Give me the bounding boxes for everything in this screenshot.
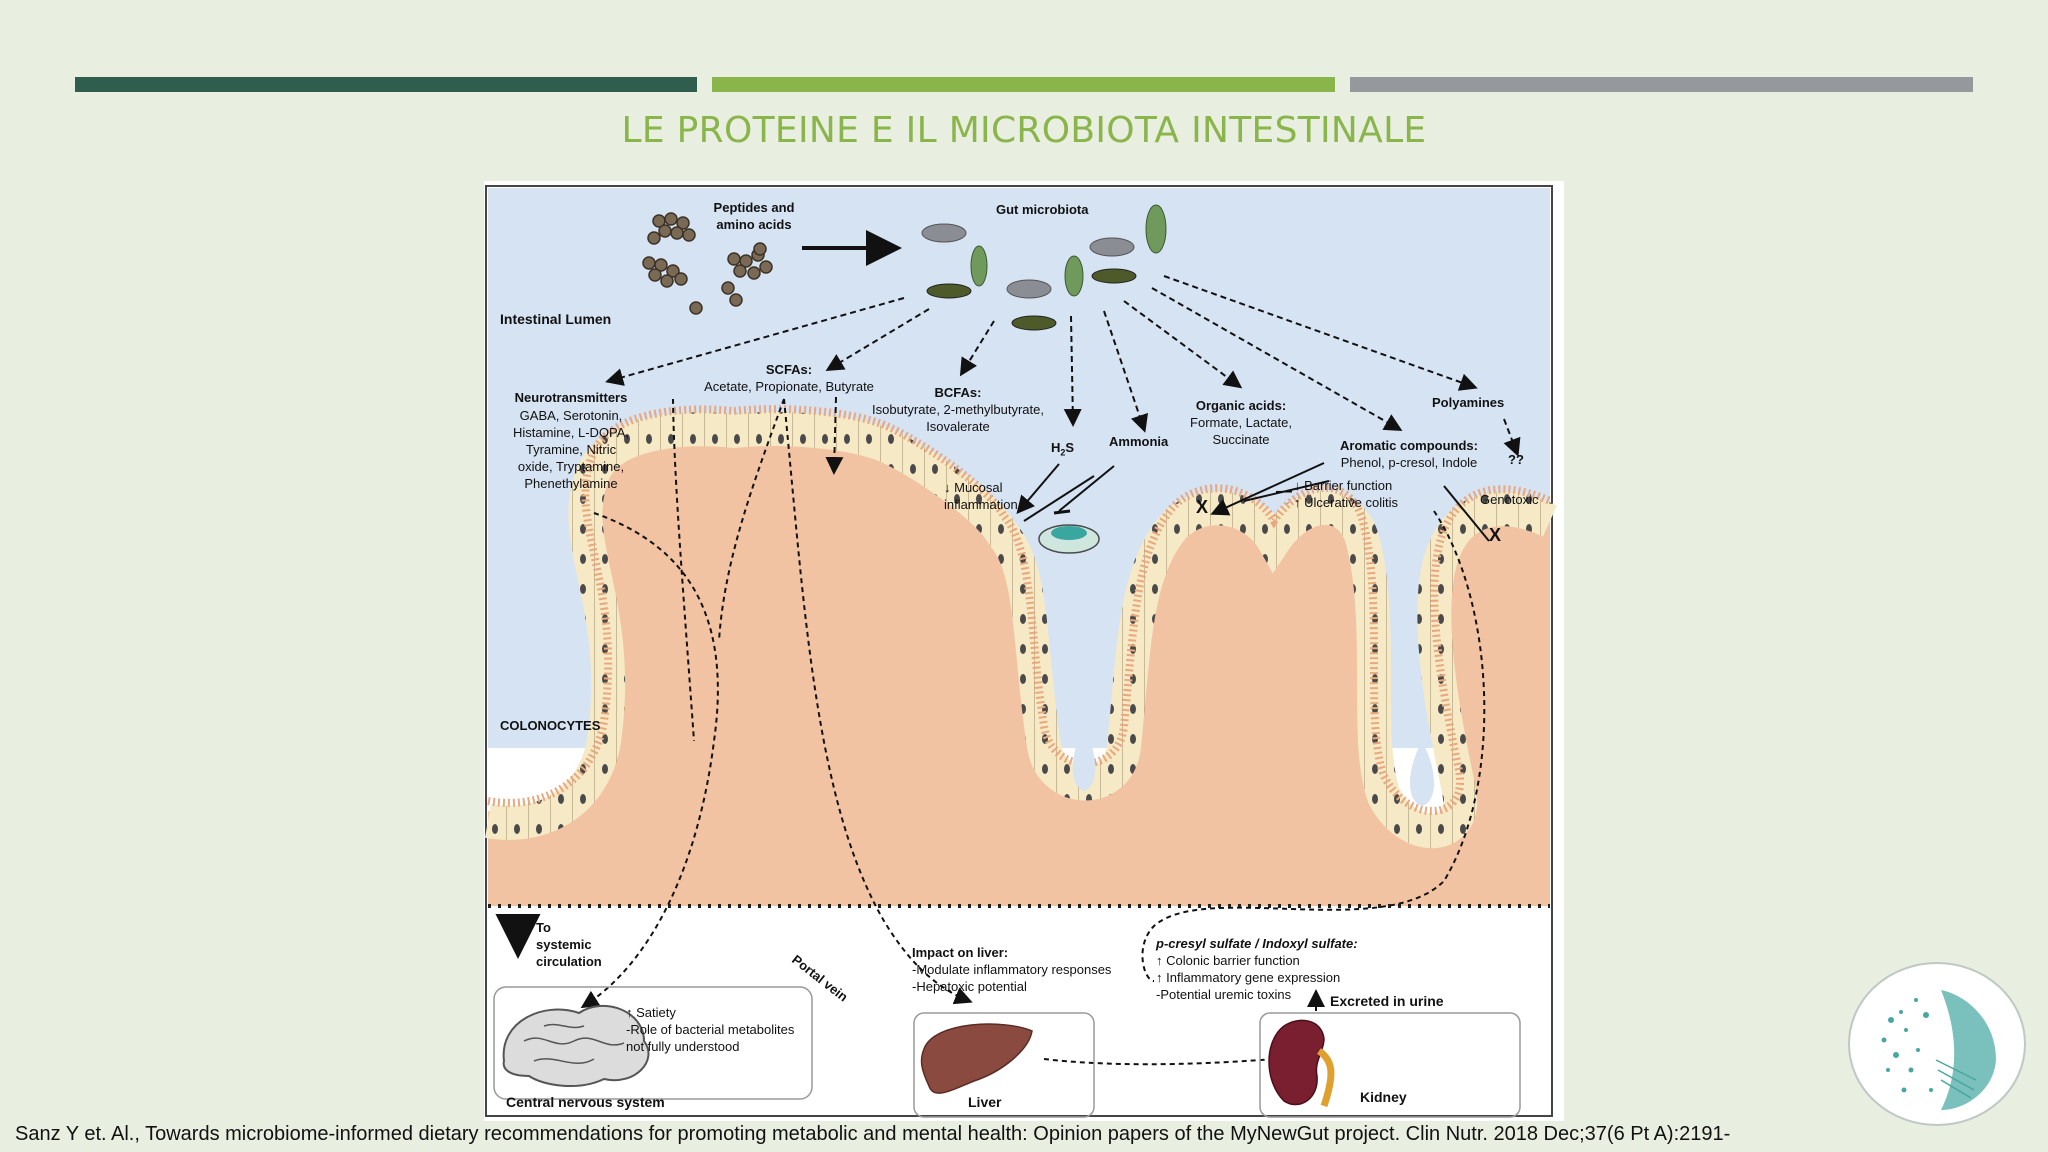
microbiome-logo: [1848, 962, 2026, 1126]
circulation-region: [488, 906, 1550, 1114]
slide-title: LE PROTEINE E IL MICROBIOTA INTESTINALE: [621, 110, 1427, 151]
intestinal-lumen-label: Intestinal Lumen: [500, 311, 612, 327]
metabolite-arrows: [605, 275, 1521, 475]
inhibition-marks: [1016, 462, 1490, 542]
citation: Sanz Y et. Al., Towards microbiome-infor…: [15, 1123, 1731, 1145]
aromatic-title: Aromatic compounds:: [1340, 438, 1478, 453]
peptides-cluster: [642, 212, 773, 315]
h2s-label: H2S: [1051, 440, 1075, 458]
aromatic-items: Phenol, p-cresol, Indole: [1340, 455, 1478, 470]
colonocyte-layer: [485, 412, 1557, 849]
header-bar-light-green: [712, 77, 1335, 92]
crypt-lumen-left: [1072, 726, 1096, 791]
neurotransmitters-items: GABA, Serotonin,Histamine, L-DOPA,Tyrami…: [512, 408, 630, 491]
organic-acids-title: Organic acids:: [1195, 398, 1287, 413]
pcresyl-items: ↑ Colonic barrier function↑ Inflammatory…: [1156, 953, 1341, 1002]
scfas-items: Acetate, Propionate, Butyrate: [704, 379, 874, 394]
kidney-box: [1259, 1012, 1521, 1118]
kidney-icon: [1268, 1019, 1335, 1108]
question-marks: ??: [1508, 452, 1524, 467]
organic-acids-items: Formate, Lactate,Succinate: [1190, 415, 1292, 447]
gut-microbiota-label: Gut microbiota: [996, 202, 1089, 217]
x-mark-barrier: X: [1196, 497, 1209, 517]
polyamines-label: Polyamines: [1432, 395, 1505, 410]
liver-label: Liver: [968, 1094, 1002, 1110]
impact-liver-title: Impact on liver:: [912, 945, 1009, 960]
header-bar-dark-green: [75, 77, 697, 92]
cns-label: Central nervous system: [506, 1094, 665, 1110]
brush-border: [487, 405, 1552, 816]
impact-liver-items: -Modulate inflammatory responses-Hepatox…: [912, 962, 1112, 994]
neurotransmitters-title: Neurotransmitters: [514, 390, 628, 405]
genotoxic-label: Genotoxic: [1480, 492, 1539, 507]
block-mark: —: [1276, 483, 1292, 500]
scfas-title: SCFAs:: [765, 362, 813, 377]
liver-icon: [920, 1023, 1033, 1094]
diagram-artwork: [485, 185, 1557, 1118]
gut-microbiota-bacteria: [921, 204, 1167, 331]
pcresyl-title: p-cresyl sulfate / Indoxyl sulfate:: [1156, 936, 1358, 951]
brain-icon: [502, 1004, 650, 1088]
circulation-paths: [580, 398, 1486, 1066]
bcfas-items: Isobutyrate, 2-methylbutyrate,Isovalerat…: [872, 402, 1044, 434]
goblet-cell-nucleus: [1051, 526, 1087, 540]
header-bar-grey: [1350, 77, 1973, 92]
x-mark-genotoxic: X: [1489, 525, 1502, 545]
kidney-label: Kidney: [1360, 1089, 1407, 1105]
cns-box: [493, 986, 813, 1100]
crypt-lumen-right: [1410, 741, 1434, 806]
barrier-function-label: ↓ Barrier function↑ Ulcerative colitis: [1294, 478, 1399, 510]
colonocytes-label: COLONOCYTES: [500, 718, 601, 733]
excreted-label: Excreted in urine: [1330, 993, 1444, 1009]
ammonia-label: Ammonia: [1109, 434, 1169, 449]
bcfas-title: BCFAs:: [934, 385, 982, 400]
liver-box: [913, 1012, 1095, 1118]
